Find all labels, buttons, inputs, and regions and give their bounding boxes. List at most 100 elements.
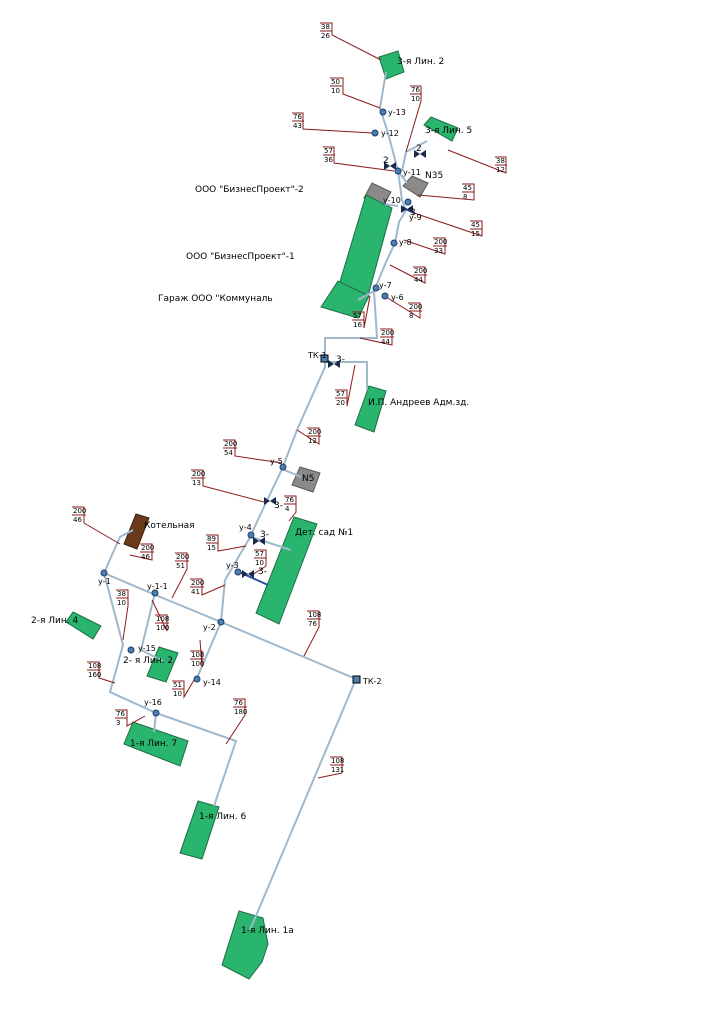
node-u1[interactable]: у-1 — [98, 569, 111, 586]
svg-text:у-2: у-2 — [203, 623, 216, 632]
building-lin3-5[interactable] — [423, 116, 459, 142]
label-detsad: Дет. сад №1 — [295, 528, 353, 538]
pipe-lower-trunk[interactable] — [103, 572, 357, 680]
building-lin1-6[interactable] — [179, 800, 220, 860]
node-u15[interactable]: у-15 — [127, 644, 156, 654]
building-andreev[interactable] — [354, 385, 387, 433]
pipe-u2-u14[interactable] — [196, 621, 222, 679]
svg-text:у-3: у-3 — [226, 561, 239, 570]
pipe-u16-lin1-6[interactable] — [155, 712, 238, 807]
pipe-branch-andreev[interactable] — [325, 361, 368, 390]
building-n5[interactable] — [291, 466, 321, 493]
svg-text:3: 3 — [116, 719, 120, 727]
valve-3d[interactable]: 3- — [253, 530, 269, 545]
building-bp1-garage[interactable] — [320, 280, 370, 319]
node-tk2[interactable]: ТК-2 — [352, 675, 382, 686]
svg-text:76: 76 — [285, 496, 294, 504]
svg-text:3: 3 — [410, 208, 416, 218]
building-lin1-7[interactable] — [123, 721, 189, 767]
building-lin2-4[interactable] — [65, 611, 102, 640]
pipe-branch-detsad[interactable] — [250, 536, 292, 551]
svg-text:ТК-2: ТК-2 — [362, 677, 382, 686]
pipe-lin2-4[interactable] — [103, 572, 157, 714]
svg-text:33: 33 — [434, 247, 443, 255]
node-u2[interactable]: у-2 — [203, 618, 225, 632]
label-lin1-7: 1-я Лин. 7 — [130, 739, 177, 749]
building-kotelnaya[interactable] — [123, 513, 150, 550]
svg-text:у-4: у-4 — [239, 523, 252, 532]
label-garage: Гараж ООО "Коммуналь — [158, 294, 273, 304]
svg-text:2: 2 — [383, 156, 389, 166]
valve-3e[interactable]: 3- — [242, 567, 267, 578]
building-n35[interactable] — [402, 175, 429, 198]
valve-3a[interactable]: 3 — [401, 205, 416, 218]
pipe-tag: 763 — [115, 710, 127, 727]
svg-text:108: 108 — [191, 651, 204, 659]
pipe-u11-lin2-2[interactable] — [139, 592, 164, 662]
svg-text:3-: 3- — [274, 501, 283, 511]
node-u10[interactable]: у-10 — [383, 196, 412, 206]
node-u5[interactable]: у-5 — [270, 457, 287, 471]
svg-text:41: 41 — [191, 588, 200, 596]
pipe-main-upper[interactable] — [224, 71, 408, 581]
node-u8[interactable]: у-8 — [390, 238, 412, 247]
svg-text:у-6: у-6 — [391, 293, 404, 302]
pipe-branch-garage[interactable] — [357, 290, 375, 301]
svg-text:у-1-1: у-1-1 — [147, 582, 168, 591]
node-u11[interactable]: у-11 — [394, 167, 421, 177]
pipe-branch-bp2[interactable] — [383, 203, 399, 207]
node-u1-1[interactable]: у-1-1 — [147, 582, 168, 597]
svg-text:51: 51 — [173, 681, 182, 689]
node-u3[interactable]: у-3 — [226, 561, 242, 576]
valve-3b[interactable]: 3- — [328, 355, 345, 368]
pipe-to-lin1-1a[interactable] — [249, 678, 357, 931]
building-lin1-1a[interactable] — [221, 910, 269, 980]
svg-text:76: 76 — [411, 86, 420, 94]
svg-text:2: 2 — [416, 144, 422, 154]
pipe-branch-n5[interactable] — [281, 468, 302, 478]
valve-3c[interactable]: 3- — [264, 497, 283, 511]
svg-text:76: 76 — [116, 710, 125, 718]
valve-2b[interactable]: 2 — [414, 144, 426, 158]
label-andreev: И.П. Андреев Адм.зд. — [368, 398, 469, 408]
pipe-kotelnaya[interactable] — [103, 529, 134, 574]
node-u12[interactable]: у-12 — [371, 129, 399, 138]
node-u13[interactable]: у-13 — [379, 108, 406, 117]
node-u9[interactable]: у-9 — [409, 213, 422, 222]
node-u7[interactable]: у-7 — [372, 281, 392, 292]
svg-text:16: 16 — [353, 321, 362, 329]
building-detsad[interactable] — [255, 516, 318, 625]
svg-text:у-1: у-1 — [98, 577, 111, 586]
pipe-upper-link[interactable] — [220, 579, 226, 623]
svg-text:200: 200 — [141, 544, 154, 552]
svg-text:у-9: у-9 — [409, 213, 422, 222]
svg-text:131: 131 — [331, 766, 344, 774]
svg-text:200: 200 — [192, 470, 205, 478]
node-u4[interactable]: у-4 — [239, 523, 255, 539]
valve-2a[interactable]: 2 — [383, 156, 396, 170]
svg-text:у-7: у-7 — [379, 281, 392, 290]
svg-text:10: 10 — [117, 599, 126, 607]
svg-text:15: 15 — [471, 230, 480, 238]
svg-text:200: 200 — [308, 428, 321, 436]
svg-text:200: 200 — [434, 238, 447, 246]
node-u14[interactable]: у-14 — [193, 675, 221, 687]
node-tk1[interactable]: ТК-1 — [307, 351, 329, 363]
node-u16[interactable]: у-16 — [144, 698, 162, 717]
svg-text:160: 160 — [88, 671, 101, 679]
svg-text:57: 57 — [353, 312, 362, 320]
node-u6[interactable]: у-6 — [381, 292, 404, 302]
